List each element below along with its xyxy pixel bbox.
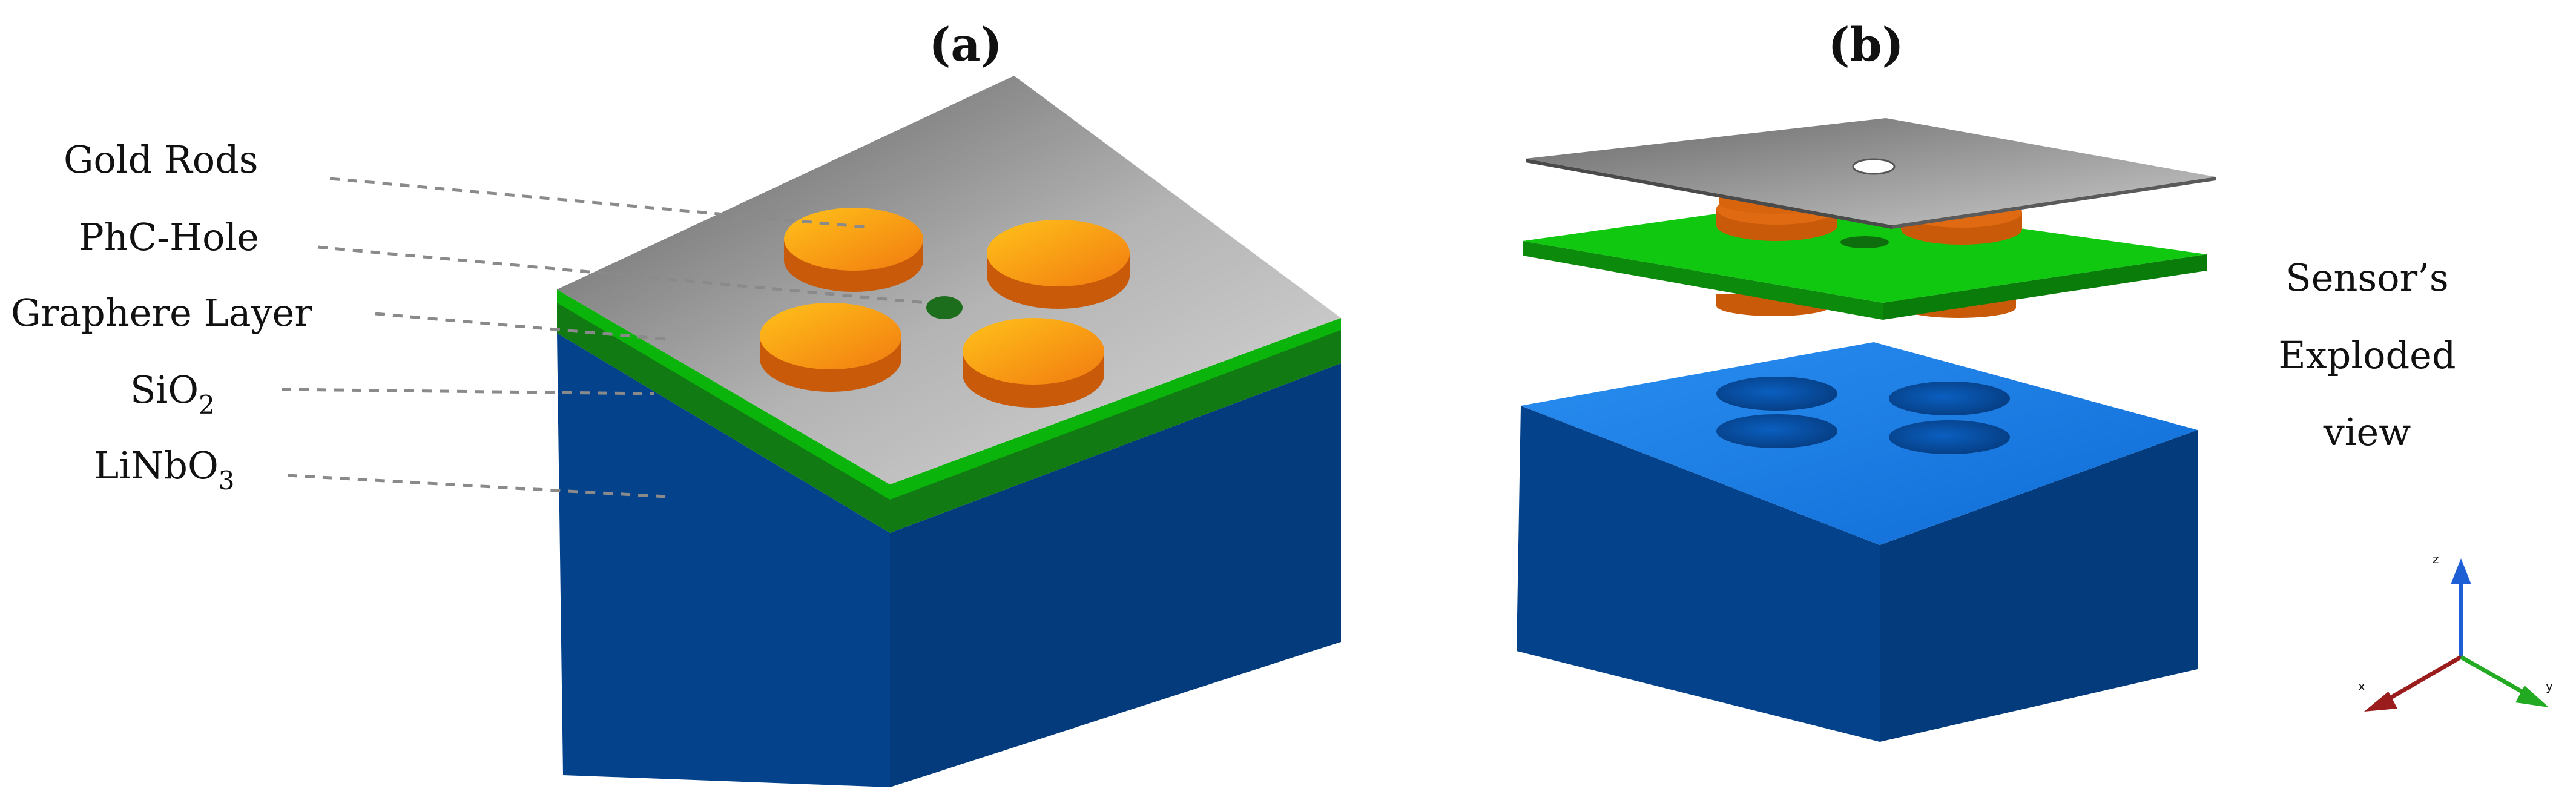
label-gold-rods: Gold Rods bbox=[64, 137, 259, 182]
leader-lines bbox=[281, 177, 927, 498]
axis-y-label: y bbox=[2546, 679, 2553, 693]
panel-b: (b) bbox=[1517, 18, 2553, 742]
axis-triad-icon: z x y bbox=[2358, 552, 2553, 712]
label-graphene-layer: Graphere Layer bbox=[11, 291, 312, 335]
caption-line-3: view bbox=[2323, 410, 2411, 454]
top-plate bbox=[557, 76, 1341, 484]
panel-b-title: (b) bbox=[1828, 18, 1903, 71]
label-linbo3: LiNbO3 bbox=[94, 443, 235, 495]
gold-rod bbox=[987, 220, 1130, 309]
gold-rod bbox=[784, 208, 923, 292]
exploded-graphene-layer bbox=[1523, 200, 2207, 320]
label-sio2: SiO2 bbox=[130, 368, 215, 420]
caption-line-1: Sensor’s bbox=[2285, 256, 2448, 300]
sio2-layer bbox=[557, 289, 1341, 533]
exploded-top-plate bbox=[1526, 118, 2216, 229]
gold-rod bbox=[963, 318, 1104, 408]
linbo3-substrate bbox=[557, 333, 1341, 787]
caption-line-2: Exploded bbox=[2278, 333, 2456, 377]
graphene-layer bbox=[557, 289, 1341, 500]
gold-rod bbox=[760, 303, 901, 392]
exploded-substrate bbox=[1517, 342, 2198, 742]
axis-z-label: z bbox=[2433, 552, 2439, 566]
label-phc-hole: PhC-Hole bbox=[79, 215, 259, 259]
phc-hole bbox=[926, 296, 963, 319]
panel-a-title: (a) bbox=[929, 18, 1002, 71]
panel-a: (a) bbox=[11, 18, 1341, 787]
axis-x-label: x bbox=[2358, 679, 2365, 693]
